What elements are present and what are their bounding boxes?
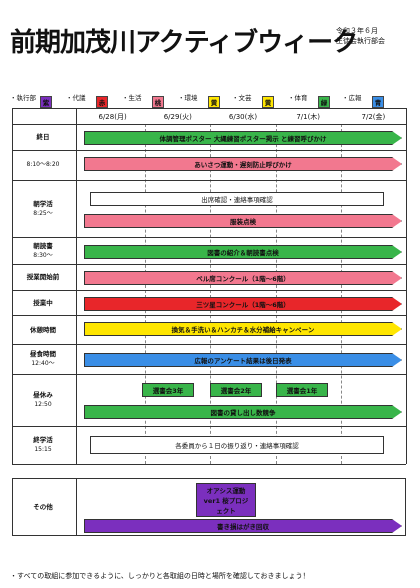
row-label-title: 終学活 xyxy=(33,436,53,444)
row-label-title: 昼食時間 xyxy=(30,350,56,358)
committee-color-chip: 黄 xyxy=(208,96,220,108)
row-divider xyxy=(12,290,406,291)
activity-uniform-check: 服装点検 xyxy=(84,214,402,228)
date-cell: 6/28(月) xyxy=(98,113,127,121)
committee-label: ・生活 xyxy=(122,94,142,102)
grid-line xyxy=(76,478,77,536)
row-label: 昼食時間 12:40～ xyxy=(14,349,72,369)
day-divider xyxy=(210,124,212,464)
activity-reading: 図書の紹介＆朝読書点検 xyxy=(84,245,402,259)
row-divider xyxy=(12,264,406,265)
activity-book-lending: 図書の貸し出し数競争 xyxy=(84,405,402,419)
row-label-title: 授業中 xyxy=(33,298,53,307)
row-label: 休憩時間 xyxy=(14,325,72,335)
selection-chip-2: 選書会2年 xyxy=(210,383,262,397)
activity-survey: 広報のアンケート結果は後日発表 xyxy=(84,353,402,367)
row-label-time: 12:40～ xyxy=(31,360,55,367)
row-divider xyxy=(12,237,406,238)
row-divider xyxy=(12,150,406,151)
committee-label: ・体育 xyxy=(288,94,308,102)
row-label-title: 終日 xyxy=(36,133,50,141)
committee-label: ・環境 xyxy=(178,94,198,102)
row-label-time: 8:10～8:20 xyxy=(26,161,60,168)
committee-color-chip: 桃 xyxy=(152,96,164,108)
project-line: ェクト xyxy=(216,507,236,515)
project-box: オアシス運動 ver1 桜プロジ ェクト xyxy=(196,483,256,517)
row-divider xyxy=(12,124,406,125)
page-title: 前期加茂川アクティブウィーク xyxy=(10,28,358,58)
date-cell: 6/29(火) xyxy=(163,113,192,121)
row-label: 8:10～8:20 xyxy=(14,160,72,170)
selection-chip-3: 選書会3年 xyxy=(142,383,194,397)
row-divider xyxy=(12,426,406,427)
row-label-time: 8:30～ xyxy=(33,251,53,259)
divider xyxy=(12,108,406,109)
other-section xyxy=(12,478,406,536)
activity-attendance: 出席確認・連絡事項確認 xyxy=(90,192,384,206)
committee-color-chip: 赤 xyxy=(96,96,108,108)
activity-three-star: 三ツ星コンクール（1階～6階） xyxy=(84,297,402,311)
row-label: 授業中 xyxy=(14,298,72,308)
activity-postcard-collection: 書き損はがき回収 xyxy=(84,519,402,533)
day-divider xyxy=(275,124,277,464)
row-label-title: 朝読書 xyxy=(33,241,53,250)
row-label-title: 昼休み xyxy=(33,391,53,399)
row-divider xyxy=(12,315,406,316)
committee-color-chip: 緑 xyxy=(318,96,330,108)
row-label: 授業開始前 xyxy=(14,272,72,282)
footer-note: ・すべての取組に参加できるように、しっかりと各取組の日時と場所を確認しておきまし… xyxy=(10,572,310,580)
committee-color-chip: 青 xyxy=(372,96,384,108)
date-cell: 6/30(水) xyxy=(228,113,258,121)
row-label-time: 12:50 xyxy=(34,401,52,408)
activity-all-day: 体調管理ポスター 大縄練習ポスター掲示 と練習呼びかけ xyxy=(84,131,402,145)
grid-line xyxy=(76,108,77,464)
activity-greeting: あいさつ運動・遅刻防止呼びかけ xyxy=(84,157,402,171)
row-label: 昼休み 12:50 xyxy=(14,390,72,410)
activity-bell-contest: ベル席コンクール（1階～6階） xyxy=(84,271,402,285)
activity-homeroom-end: 各委員から１日の振り返り・連絡事項確認 xyxy=(90,436,384,454)
project-line: ver1 桜プロジ xyxy=(203,497,249,505)
row-label-time: 15:15 xyxy=(34,446,52,453)
issue-date: 令和３年６月 xyxy=(336,27,378,35)
committee-label: ・執行部 xyxy=(10,94,36,102)
date-cell: 7/2(金) xyxy=(361,113,386,121)
committee-color-chip: 紫 xyxy=(40,96,52,108)
other-label: その他 xyxy=(33,503,53,511)
day-divider xyxy=(145,124,147,464)
row-divider xyxy=(12,344,406,345)
selection-chip-1: 選書会1年 xyxy=(276,383,328,397)
project-line: オアシス運動 xyxy=(206,487,246,495)
grid-line xyxy=(406,108,407,464)
committee-color-chip: 黄 xyxy=(262,96,274,108)
row-divider xyxy=(12,374,406,375)
grid-line xyxy=(12,108,13,464)
row-divider xyxy=(12,180,406,181)
row-divider xyxy=(12,464,406,465)
row-label-time: 8:25～ xyxy=(33,209,53,217)
row-label-title: 朝学活 xyxy=(33,199,53,208)
committee-label: ・代議 xyxy=(66,94,86,102)
committee-label: ・文芸 xyxy=(232,94,252,102)
committee-label: ・広報 xyxy=(342,94,362,102)
row-label-title: 休憩時間 xyxy=(30,325,56,334)
activity-health-campaign: 換気＆手洗い＆ハンカチ＆水分補給キャンペーン xyxy=(84,322,402,336)
day-divider xyxy=(340,124,342,464)
date-cell: 7/1(木) xyxy=(296,113,321,121)
row-label-title: 授業開始前 xyxy=(26,273,60,281)
row-label: 終日 xyxy=(14,132,72,142)
row-label: 終学活 15:15 xyxy=(14,435,72,455)
issuer: 生徒会執行部会 xyxy=(336,37,385,45)
